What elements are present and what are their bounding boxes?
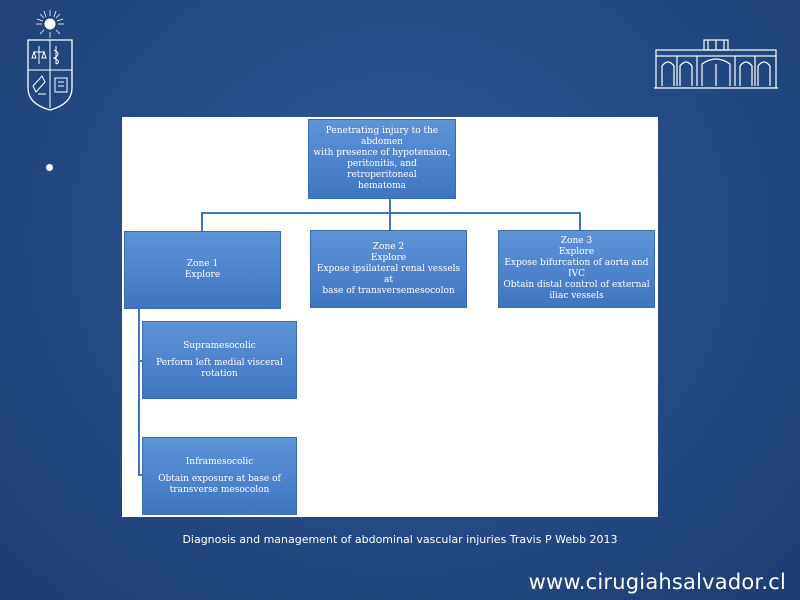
node-text: Obtain distal control of external xyxy=(503,280,650,290)
node-inframesocolic: Inframesocolic Obtain exposure at base o… xyxy=(142,437,297,515)
node-text: Expose bifurcation of aorta and IVC xyxy=(504,258,649,279)
node-title: Inframesocolic xyxy=(185,456,254,467)
node-text: hematoma xyxy=(358,181,406,191)
node-zone1: Zone 1 Explore xyxy=(124,231,281,309)
building-facade-logo xyxy=(654,39,778,89)
node-title: Zone 3 xyxy=(560,236,593,246)
website-url: www.cirugiahsalvador.cl xyxy=(528,570,786,594)
connector-zone2 xyxy=(389,212,391,231)
connector-zone1-down xyxy=(138,309,140,475)
node-text: with presence of hypotension, xyxy=(313,148,451,158)
node-zone2: Zone 2 Explore Expose ipsilateral renal … xyxy=(310,230,467,308)
connector-zone3 xyxy=(579,212,581,231)
node-text: Perform left medial visceral xyxy=(156,357,283,368)
connector-zone1 xyxy=(201,212,203,231)
node-zone3: Zone 3 Explore Expose bifurcation of aor… xyxy=(498,230,655,308)
node-text: base of transversemesocolon xyxy=(322,285,455,296)
node-text: Obtain exposure at base of xyxy=(158,473,281,484)
node-text: Explore xyxy=(370,252,407,263)
node-text: transverse mesocolon xyxy=(169,484,270,495)
node-text: iliac vessels xyxy=(549,291,604,301)
node-penetrating-injury: Penetrating injury to the abdomen with p… xyxy=(308,119,456,199)
university-crest-logo xyxy=(27,10,73,111)
connector-root-down xyxy=(389,199,391,213)
figure-caption: Diagnosis and management of abdominal va… xyxy=(182,533,618,546)
flowchart-panel: Penetrating injury to the abdomen with p… xyxy=(122,117,658,517)
bullet-point xyxy=(46,164,53,171)
node-supramesocolic: Supramesocolic Perform left medial visce… xyxy=(142,321,297,399)
node-text: Explore xyxy=(184,270,221,280)
connector-supra xyxy=(138,360,144,362)
node-text: Explore xyxy=(558,247,595,257)
node-title: Zone 1 xyxy=(186,259,219,269)
connector-infra xyxy=(138,474,144,476)
node-text: rotation xyxy=(201,368,238,379)
node-text: Expose ipsilateral renal vessels at xyxy=(316,263,461,285)
node-text: Penetrating injury to the abdomen xyxy=(325,126,439,147)
node-title: Zone 2 xyxy=(372,241,405,252)
node-text: peritonitis, and retroperitoneal xyxy=(347,159,417,180)
node-title: Supramesocolic xyxy=(183,340,256,351)
